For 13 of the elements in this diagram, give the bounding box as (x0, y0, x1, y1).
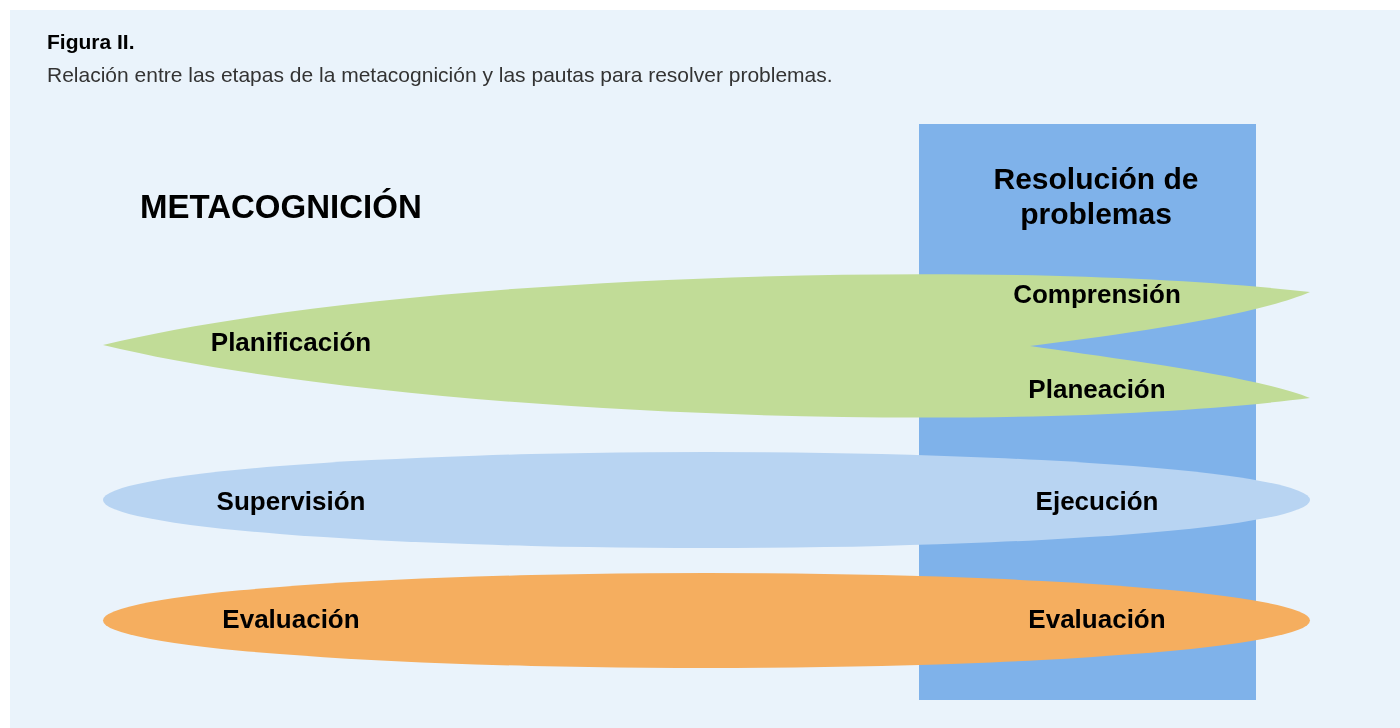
ellipse (103, 452, 1310, 548)
figure-caption: Relación entre las etapas de la metacognición y las pautas para resolver problemas. (47, 63, 833, 87)
stage-label: Planificación (210, 326, 372, 358)
column-heading: Resolución de problemas (992, 160, 1200, 232)
stage-label: Comprensión (1013, 278, 1181, 310)
stage-label: Evaluación (1028, 603, 1166, 635)
figure-title: Figura II. (47, 30, 135, 54)
ellipse (103, 573, 1310, 668)
stage-label: Supervisión (216, 485, 366, 517)
section-heading: METACOGNICIÓN (140, 188, 422, 226)
stage-label: Evaluación (222, 603, 360, 635)
stage-label: Planeación (1028, 373, 1166, 405)
stage-label: Ejecución (1035, 485, 1159, 517)
